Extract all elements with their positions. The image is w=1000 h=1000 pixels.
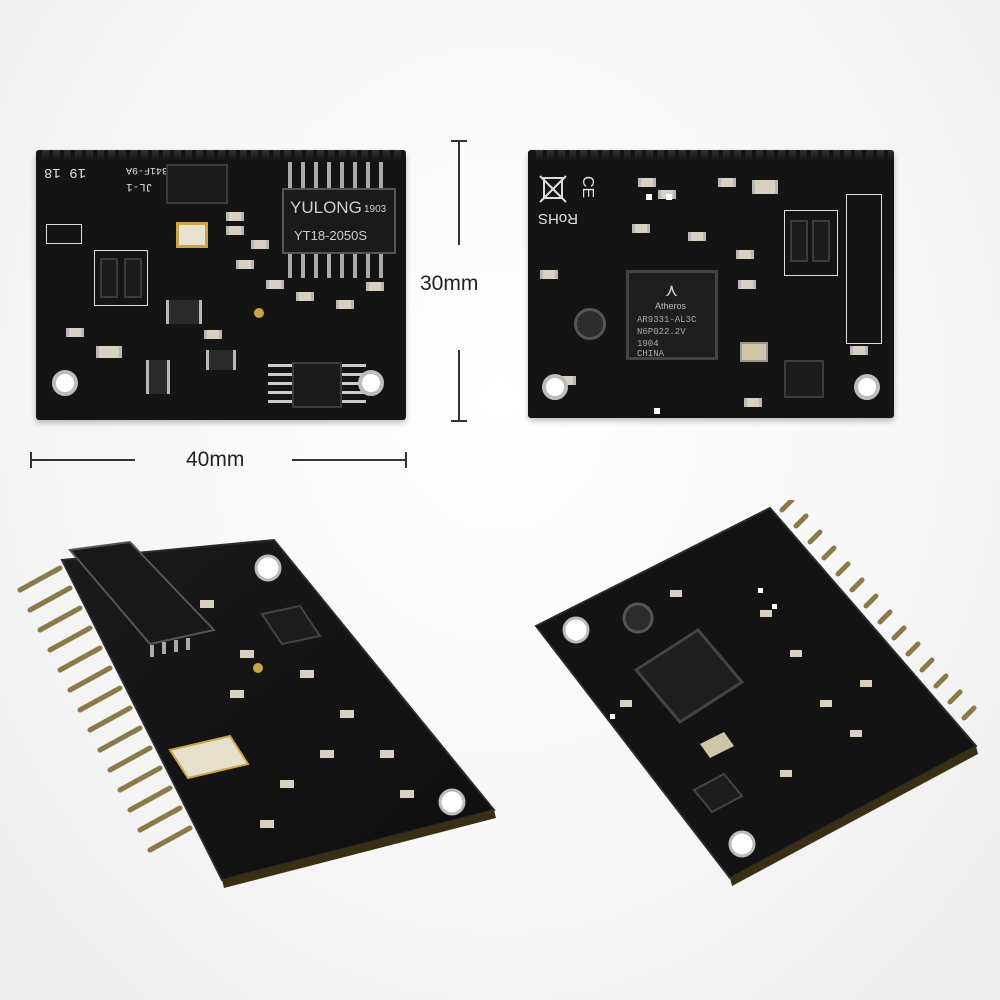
flash-chip [784,360,824,398]
transformer-part: YT18-2050S [294,228,367,243]
mosfet-1 [100,258,118,298]
angled-back-board [520,500,990,900]
mount-hole-left [52,370,78,396]
angled-front-board [0,520,520,900]
atheros-logo-icon: ⋏ [665,280,679,300]
gold-testpad [254,308,264,318]
mount-hole-right [358,370,384,396]
silk-date: 19 18 [44,164,87,180]
led-2 [666,194,672,200]
soc-line4: CHINA [637,349,665,359]
mount-hole-left [542,374,568,400]
header-pins [536,150,894,162]
height-label: 30mm [420,272,479,295]
regulator-chip [166,164,228,204]
led-3 [654,408,660,414]
led-1 [646,194,652,200]
weee-icon [538,172,568,204]
silk-code: 341F-9A [126,164,169,175]
soc-line2: N6P022.2V [637,327,686,337]
ce-mark: CE [579,175,597,199]
rohs-mark: RoHS [538,210,579,227]
mount-hole-right [854,374,880,400]
header-pins [42,150,406,162]
soc-line3: 1904 [637,339,659,349]
silk-marking: JL-1 [126,180,153,192]
phy-chip [292,362,342,408]
inductor [574,308,606,340]
front-board: 19 18 341F-9A JL-1 YULONG 1903 YT18-2050… [36,150,406,420]
back-board: CE RoHS ⋏ Atheros AR9331-AL3C N6P022.2V … [528,150,894,418]
crystal [740,342,768,362]
soc-brand: Atheros [655,301,687,311]
regulator-pad [176,222,208,248]
width-dimension [30,452,408,468]
width-label: 40mm [186,448,245,471]
mosfet-2 [124,258,142,298]
transformer-code: 1903 [364,204,387,215]
transformer-brand: YULONG [290,198,362,217]
soc-chip: ⋏ Atheros AR9331-AL3C N6P022.2V 1904 CHI… [626,270,718,360]
height-dimension [446,140,476,422]
ethernet-transformer: YULONG 1903 YT18-2050S [282,188,396,254]
soc-part: AR9331-AL3C [637,315,697,325]
